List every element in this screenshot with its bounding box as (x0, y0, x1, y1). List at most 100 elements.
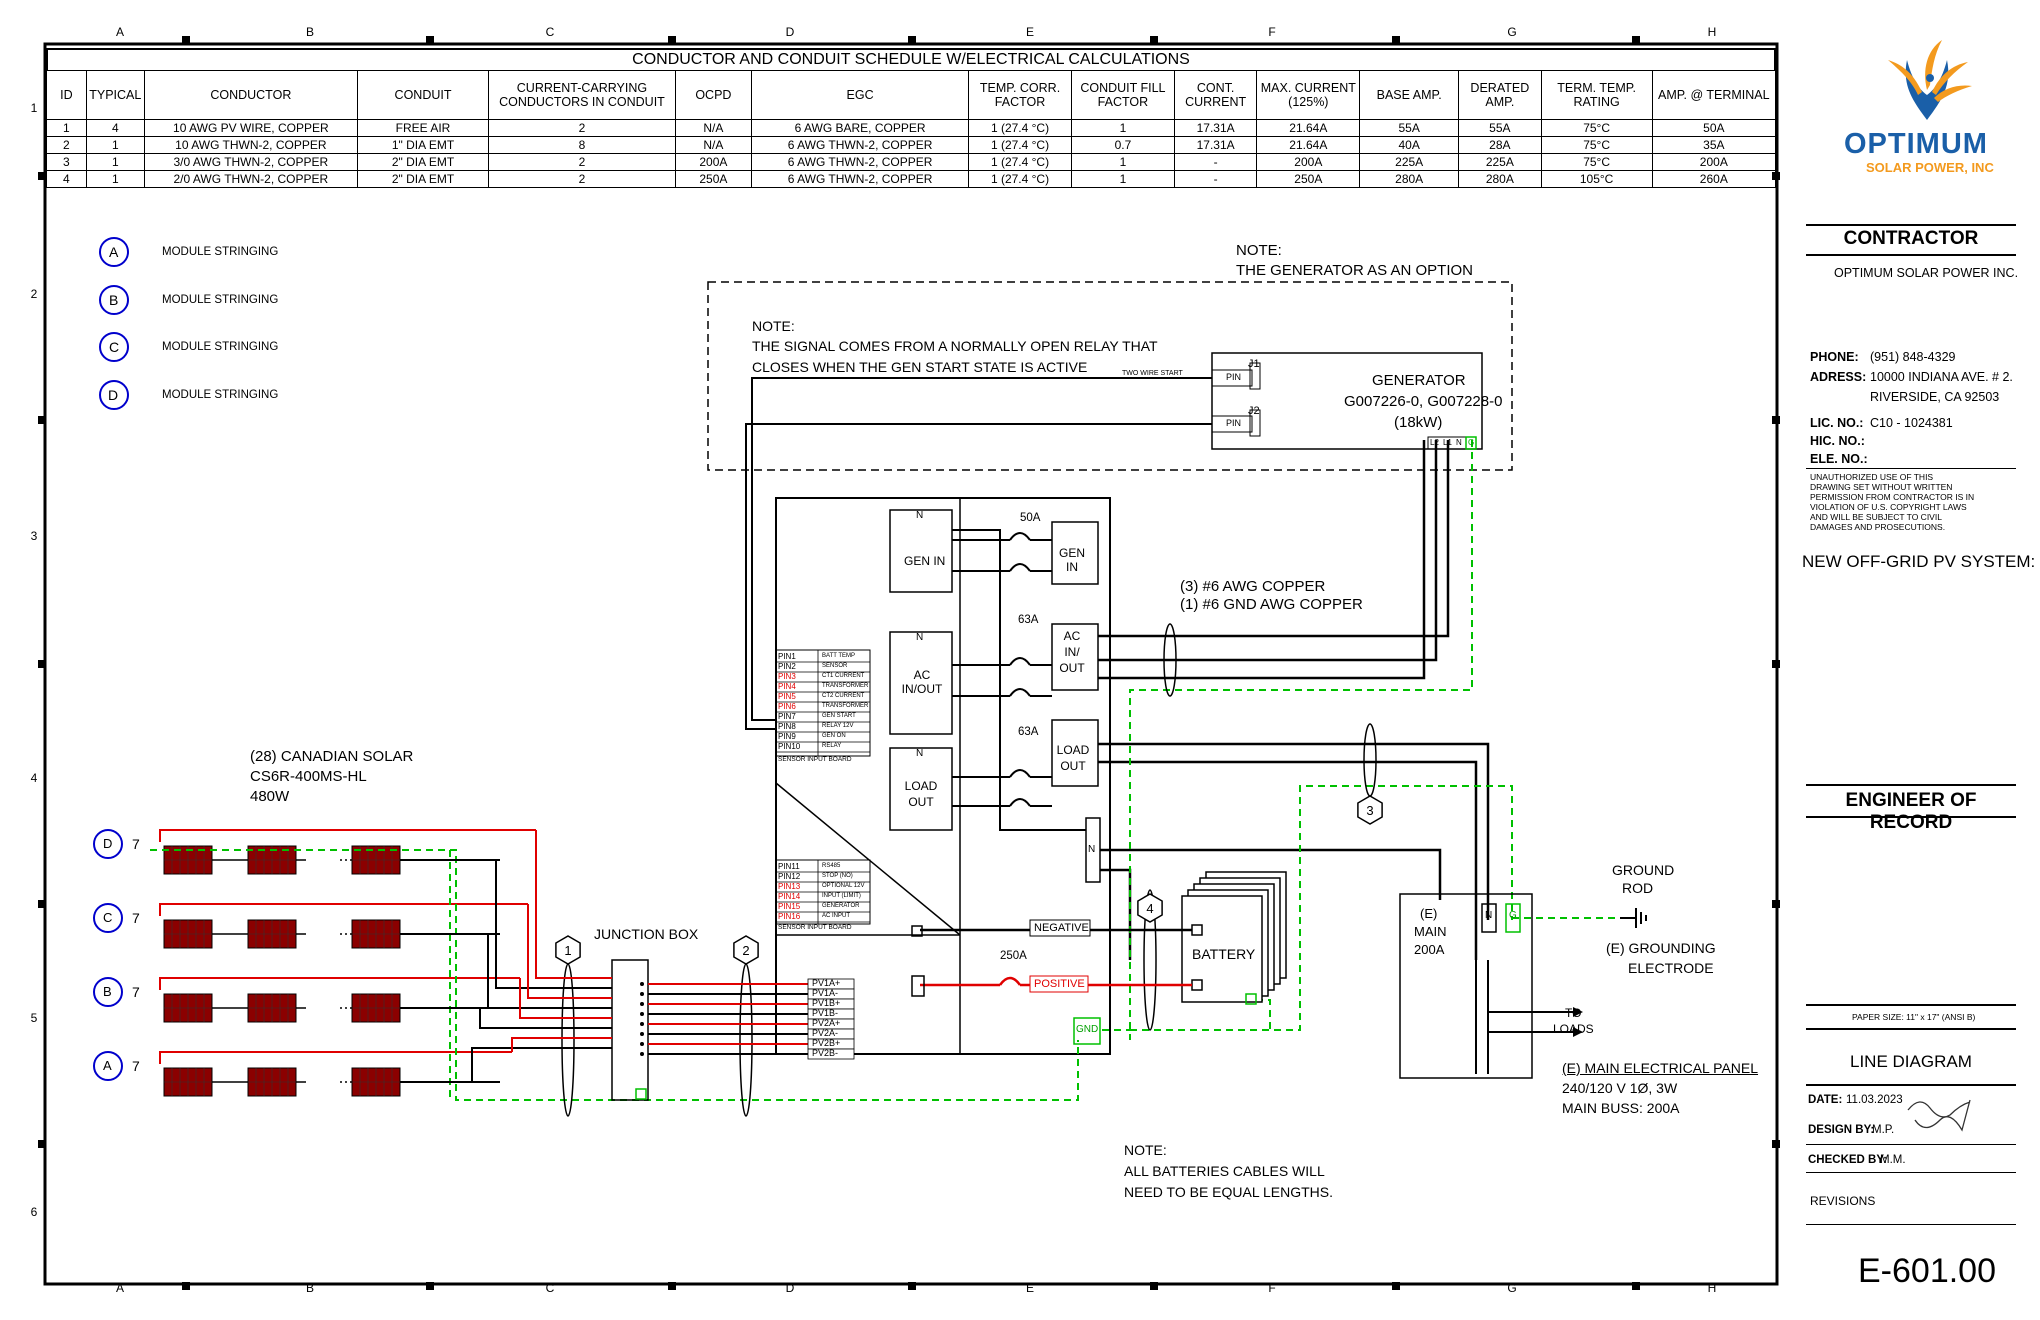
string-count: 7 (132, 1058, 140, 1074)
breaker-63a-label-1: 63A (1018, 614, 1039, 626)
string-tag: B (103, 984, 112, 999)
pin-desc-upper: TRANSFORMER (822, 703, 869, 709)
revisions-label: REVISIONS (1810, 1194, 1876, 1208)
inverter-load-out-label: LOAD OUT (904, 779, 938, 809)
grid-column-label: D (786, 1281, 795, 1295)
pin-label-upper: PIN7 (778, 712, 796, 721)
address-line1: 10000 INDIANA AVE. # 2. (1870, 370, 2013, 384)
generator-models: G007226-0, G007228-0 (1344, 393, 1503, 410)
inverter-enclosure (775, 497, 1111, 1055)
disclaimer-line: DRAWING SET WITHOUT WRITTEN (1810, 482, 1953, 492)
schedule-header-cell: BASE AMP. (1359, 70, 1460, 120)
pv-terminal-label: PV1B+ (812, 998, 841, 1008)
conduit-tag-hexagon (1357, 795, 1383, 825)
schedule-header-cell: CONDUIT FILL FACTOR (1070, 70, 1175, 120)
schedule-cell: 250A (674, 170, 753, 188)
pin-desc-lower: RS485 (822, 863, 841, 869)
string-count: 7 (132, 836, 140, 852)
signature-icon (1907, 1099, 1971, 1132)
schedule-cell: N/A (674, 119, 753, 137)
battery-note-line2: NEED TO BE EQUAL LENGTHS. (1124, 1184, 1334, 1200)
schedule-cell: 0.7 (1070, 136, 1175, 154)
ground-rod-label-2: ROD (1622, 880, 1654, 896)
schedule-cell: 2/0 AWG THWN-2, COPPER (143, 170, 358, 188)
schedule-header-cell: CONT. CURRENT (1173, 70, 1258, 120)
pin-desc-lower: OPTIONAL 12V (822, 883, 865, 889)
grid-row-label: 6 (31, 1205, 38, 1219)
schedule-cell: FREE AIR (356, 119, 490, 137)
pin-label-upper: PIN6 (778, 702, 796, 711)
pin-label-lower: PIN15 (778, 902, 801, 911)
schedule-cell: 8 (488, 136, 676, 154)
grid-row-label: 4 (31, 771, 38, 785)
pv-array-model: CS6R-400MS-HL (250, 768, 367, 785)
generator-option-boundary (707, 281, 1513, 471)
grid-column-label: H (1708, 1281, 1717, 1295)
grid-column-label: C (546, 25, 555, 39)
schedule-cell: N/A (674, 136, 753, 154)
to-loads-1: TO (1565, 1006, 1582, 1020)
grid-column-label: B (306, 1281, 314, 1295)
phone-label: PHONE: (1810, 350, 1859, 364)
schedule-cell: 2 (488, 170, 676, 188)
schedule-cell: 40A (1359, 136, 1460, 154)
two-wire-start-label: TWO WIRE START (1122, 370, 1183, 377)
breaker-63a-label-2: 63A (1018, 726, 1039, 738)
string-count: 7 (132, 984, 140, 1000)
pin-desc-upper: CT2 CURRENT (822, 693, 865, 699)
pin-desc-upper: GEN START (822, 713, 856, 719)
conduit-tag-number: 1 (564, 943, 571, 958)
string-bubble (93, 977, 123, 1007)
disclaimer-line: PERMISSION FROM CONTRACTOR IS IN (1810, 492, 1975, 502)
schedule-cell: 2 (46, 136, 87, 154)
string-count: 7 (132, 910, 140, 926)
inverter-n-neutral: N (1088, 844, 1096, 855)
schedule-header-cell: TEMP. CORR. FACTOR (968, 70, 1072, 120)
pin-label-upper: PIN10 (778, 742, 801, 751)
schedule-header-cell: TERM. TEMP. RATING (1540, 70, 1653, 120)
junction-box-label: JUNCTION BOX (594, 926, 699, 942)
logo-wordmark: OPTIMUM (1844, 128, 1988, 160)
grid-column-label: A (116, 1281, 124, 1295)
schedule-cell: 17.31A (1173, 119, 1258, 137)
schedule-cell: 1 (85, 170, 145, 188)
legend-tag-c: C (109, 339, 120, 355)
string-bubble (93, 903, 123, 933)
schedule-cell: 1 (46, 119, 87, 137)
conduit-tag-number: 3 (1366, 803, 1373, 818)
battery-note-title: NOTE: (1124, 1142, 1167, 1158)
string-bubble (93, 829, 123, 859)
grid-column-label: G (1507, 25, 1516, 39)
main-breaker-label-3: 200A (1414, 942, 1445, 957)
schedule-cell: 2 (488, 153, 676, 171)
battery-note-line1: ALL BATTERIES CABLES WILL (1124, 1163, 1325, 1179)
design-label: DESIGN BY: (1808, 1124, 1875, 1136)
gen-terminal-n: N (1456, 438, 1462, 447)
schedule-cell: 1 (85, 136, 145, 154)
string-tag: D (103, 836, 113, 851)
inverter-gen-in-label: GEN IN (904, 554, 946, 568)
main-panel-n: N (1485, 910, 1493, 921)
schedule-header-cell: ID (46, 70, 87, 120)
pin-label-upper: PIN1 (778, 652, 796, 661)
main-panel-box (1399, 893, 1533, 1079)
legend-label-c: MODULE STRINGING (162, 341, 279, 353)
sheet-name: LINE DIAGRAM (1850, 1052, 1972, 1071)
schedule-cell: 75°C (1540, 153, 1653, 171)
schedule-cell: 1 (1070, 170, 1175, 188)
schedule-cell: 1 (27.4 °C) (968, 170, 1072, 188)
schedule-header-cell: CONDUIT (356, 70, 490, 120)
schedule-cell: 75°C (1540, 119, 1653, 137)
schedule-title: CONDUCTOR AND CONDUIT SCHEDULE W/ELECTRI… (46, 48, 1776, 70)
sheet-border (43, 42, 1779, 1286)
schedule-cell: 1 (1070, 153, 1175, 171)
grid-column-label: E (1026, 25, 1034, 39)
generator-note: THE GENERATOR AS AN OPTION (1236, 262, 1473, 279)
breaker-50a-label: 50A (1020, 512, 1041, 524)
schedule-cell: 1 (1070, 119, 1175, 137)
disclaimer-line: AND WILL BE SUBJECT TO CIVIL (1810, 512, 1942, 522)
schedule-cell: 6 AWG THWN-2, COPPER (751, 153, 970, 171)
